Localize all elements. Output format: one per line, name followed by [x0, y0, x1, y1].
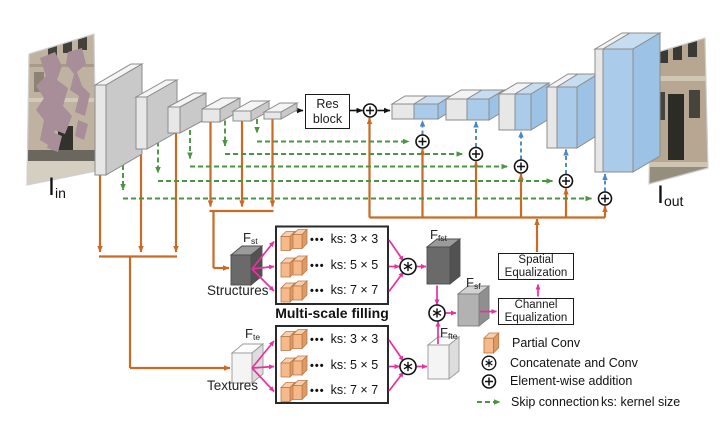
spatial-equalization-block: Spatial Equalization	[498, 253, 574, 280]
kernel-row-textures-3: •••ks: 7 × 7	[310, 382, 379, 397]
concatenate-icon	[481, 355, 497, 371]
decoder-block-1	[390, 95, 453, 120]
add-node-4	[558, 173, 574, 189]
feature-label-ffte: Ffte	[440, 325, 458, 341]
partial-conv-pair	[281, 230, 307, 251]
output-image	[648, 37, 709, 185]
add-node-2	[468, 146, 484, 162]
decoder-block-3	[497, 82, 551, 131]
filled-textures-cube	[426, 336, 461, 380]
kernel-row-structures-2: •••ks: 5 × 5	[310, 258, 379, 272]
encoder-block-3	[167, 92, 207, 134]
multiscale-title: Multi-scale filling	[275, 305, 389, 321]
textures-feature-cube	[230, 343, 265, 384]
multiscale-structures-box	[275, 225, 389, 305]
decoder-blocks	[390, 32, 662, 173]
feature-label-ffst: Ffst	[430, 227, 447, 243]
kernel-row-textures-2: •••ks: 5 × 5	[310, 358, 379, 372]
merged-feature-cube	[456, 285, 491, 327]
channel-equalization-block: Channel Equalization	[498, 298, 574, 325]
kernel-row-structures-1: •••ks: 3 × 3	[310, 231, 379, 246]
decoder-block-4	[545, 73, 600, 149]
encoder-block-4	[201, 97, 241, 123]
feature-cubes	[229, 238, 491, 384]
partial-conv-icon	[483, 332, 500, 354]
decoder-block-5	[593, 32, 662, 173]
legend-elementwise-addition: Element-wise addition	[510, 374, 633, 388]
legend-kernel-note: ks: kernel size	[601, 394, 681, 409]
structures-feature-cube	[229, 245, 264, 286]
input-image	[26, 33, 97, 186]
partial-conv-pair	[281, 381, 307, 402]
concat-node-structures	[399, 257, 417, 276]
feature-label-fst: Fst	[243, 230, 258, 246]
legend-glyphs	[477, 332, 501, 405]
output-image-label: Iout	[657, 181, 684, 209]
partial-conv-pair	[281, 281, 307, 302]
filled-structures-cube	[425, 238, 462, 285]
feature-label-fte: Fte	[245, 326, 261, 342]
add-node-5	[597, 191, 613, 206]
legend-concatenate-conv: Concatenate and Conv	[510, 355, 638, 370]
skip-connections	[120, 119, 592, 202]
encoder-block-1	[93, 63, 144, 176]
concat-node-merge	[428, 304, 446, 322]
legend-skip-connection: Skip connection	[511, 394, 600, 409]
add-node-1	[415, 134, 430, 149]
encoder-blocks	[93, 63, 299, 176]
multiscale-textures-box	[275, 325, 389, 404]
upsample-arrows	[419, 120, 608, 192]
partial-conv-pair	[281, 356, 307, 377]
magenta-arrows	[251, 239, 541, 393]
orange-feature-lines	[97, 117, 608, 371]
kernel-row-structures-3: •••ks: 7 × 7	[310, 283, 379, 297]
partial-conv-pair	[281, 256, 307, 277]
add-node-3	[513, 159, 529, 174]
encoder-block-6	[262, 102, 299, 120]
feature-label-fsf: Fsf	[466, 275, 481, 291]
mask-blobs	[36, 48, 90, 152]
concat-node-textures	[399, 357, 417, 376]
input-image-label: Iin	[48, 173, 66, 201]
res-block: Res block	[305, 94, 350, 129]
add-node-res	[362, 103, 378, 118]
legend-partial-conv: Partial Conv	[512, 336, 581, 350]
structures-label: Structures	[207, 283, 269, 298]
partial-conv-pair	[281, 330, 307, 351]
decoder-block-2	[444, 89, 506, 121]
kernel-row-textures-1: •••ks: 3 × 3	[310, 331, 379, 346]
textures-label: Textures	[207, 378, 259, 393]
elementwise-add-icon	[481, 374, 497, 389]
